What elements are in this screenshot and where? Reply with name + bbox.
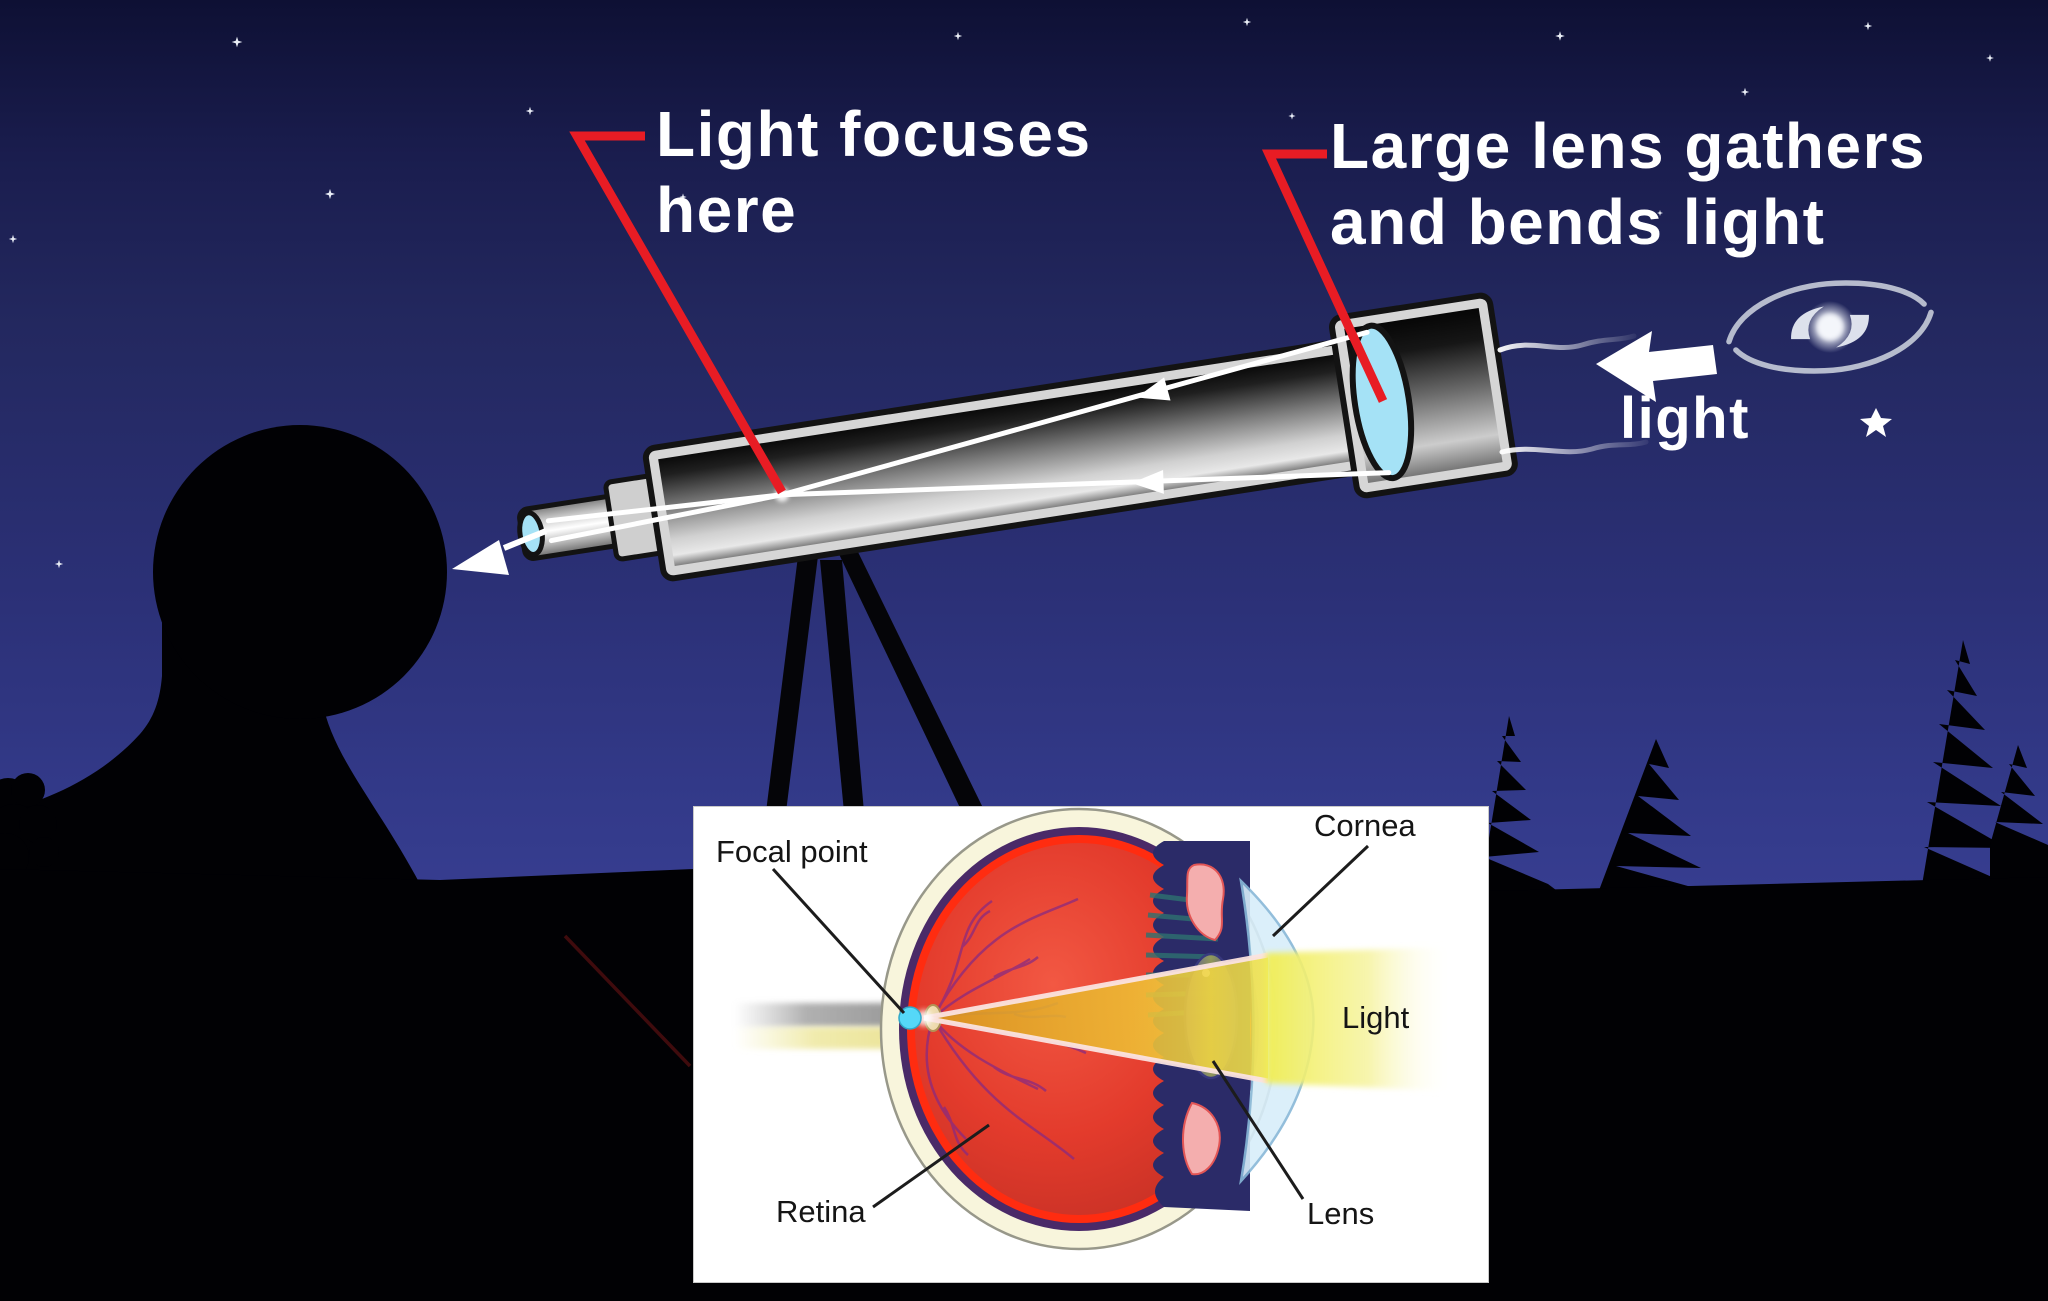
- light-direction-arrow-icon: [1596, 331, 1717, 402]
- eye-diagram-artwork: [734, 807, 1452, 1251]
- ray-arrowhead-icon: [1136, 377, 1171, 401]
- ray-arrowhead-icon: [1131, 469, 1164, 494]
- light-cone: [924, 955, 1268, 1081]
- observer-head: [153, 425, 447, 719]
- label-focal-point: Focal point: [716, 834, 868, 869]
- bush-silhouette: [0, 773, 59, 881]
- label-line: Large lens gathers: [1330, 110, 1927, 182]
- lens-leader: [1211, 1060, 1305, 1200]
- label-cornea: Cornea: [1314, 808, 1416, 843]
- incoming-light-ray: [1497, 333, 1637, 353]
- tripod: [766, 552, 984, 812]
- label-light: Light: [1342, 1000, 1410, 1035]
- iris-root-top: [1185, 863, 1225, 942]
- iris-root-bottom: [1182, 1101, 1221, 1176]
- label-retina: Retina: [776, 1194, 866, 1229]
- cone-edge-lower: [923, 1015, 1269, 1084]
- label-line: here: [656, 174, 798, 246]
- eyepiece-exit-ray: [502, 528, 548, 551]
- tree-icon: [1598, 739, 1713, 893]
- galaxy-icon: [1726, 280, 1934, 374]
- eye-arrow-icon: [452, 540, 509, 575]
- label-line: and bends light: [1330, 186, 1826, 258]
- label-line: Light focuses: [656, 98, 1092, 170]
- label-lens: Lens: [1307, 1196, 1375, 1231]
- inset-leader-lines: [771, 844, 1370, 1209]
- incoming-light-ray: [1499, 439, 1649, 455]
- focus-leader-line: [569, 131, 786, 495]
- eye-diagram-inset: Focal point Cornea Light Retina Lens: [693, 806, 1489, 1283]
- label-large-lens-gathers: Large lens gathers and bends light: [1330, 108, 1926, 260]
- tree-silhouettes: [1480, 640, 2048, 893]
- tree-icon: [1990, 745, 2048, 885]
- tree-icon: [1480, 716, 1560, 893]
- lens-leader-line: [1261, 149, 1388, 403]
- light-beam: [1266, 947, 1452, 1091]
- five-point-star-icon: [1860, 408, 1892, 437]
- label-incoming-light: light: [1620, 386, 1750, 451]
- focal-point-leader: [771, 867, 906, 1015]
- incoming-shaft-light: [734, 1027, 892, 1049]
- tube-interior: [658, 353, 1361, 567]
- retina-leader: [872, 1123, 990, 1209]
- telescope: [517, 292, 1518, 582]
- tree-icon: [1922, 640, 2010, 885]
- faint-roof-edge: [563, 934, 692, 1068]
- label-light-focuses-here: Light focuses here: [656, 96, 1092, 248]
- cone-edge-upper: [923, 952, 1269, 1021]
- leader-lines: [569, 131, 1388, 495]
- cornea-leader: [1271, 844, 1370, 938]
- incoming-shaft-gray: [734, 1003, 892, 1027]
- stars: [8, 17, 1994, 569]
